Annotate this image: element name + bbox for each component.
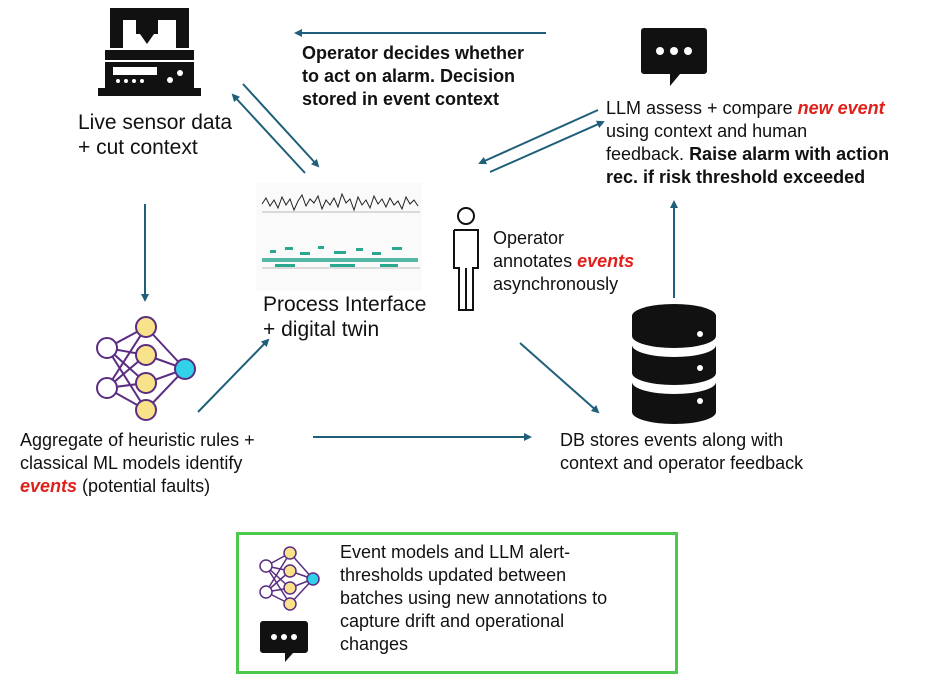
new-event-highlight: new event <box>797 98 885 118</box>
arrow-interface-to-db <box>519 342 600 414</box>
note-line3: batches using new annotations to <box>340 588 608 608</box>
llm-line1: LLM assess + compare new event <box>606 98 885 118</box>
note-line5: changes <box>340 634 409 654</box>
sensor-time-series <box>261 192 419 212</box>
arrow-interface-to-machine <box>231 93 306 174</box>
arrow-machine-to-interface <box>242 83 320 168</box>
db-text: DB stores events along with context and … <box>560 429 803 475</box>
operator-decision-text: Operator decides whether to act on alarm… <box>302 42 524 111</box>
sensor-label: Live sensor data + cut context <box>78 110 232 160</box>
ml-line2: classical ML models identify <box>20 453 243 473</box>
note-line2: thresholds updated between <box>340 565 567 585</box>
operator-decision-line3: stored in event context <box>302 89 500 109</box>
process-label-line1: Process Interface <box>263 293 427 316</box>
process-interface-label: Process Interface + digital twin <box>263 292 426 342</box>
db-line2: context and operator feedback <box>560 453 804 473</box>
process-label-line2: + digital twin <box>263 318 380 341</box>
events-highlight: events <box>577 251 635 271</box>
arrow-ml-to-interface <box>197 338 270 413</box>
llm-line4: rec. if risk threshold exceeded <box>606 167 866 187</box>
operator-decision-line1: Operator decides whether <box>302 43 525 63</box>
note-line4: capture drift and operational <box>340 611 565 631</box>
ml-line1: Aggregate of heuristic rules + <box>20 430 255 450</box>
ml-models-text: Aggregate of heuristic rules + classical… <box>20 429 255 498</box>
operator-annot-line3: asynchronously <box>493 274 619 294</box>
update-note-box <box>236 532 678 674</box>
sensor-label-line2: + cut context <box>78 136 198 159</box>
operator-annot-line2: annotates events <box>493 251 635 271</box>
operator-annot-line1: Operator <box>493 228 565 248</box>
events-highlight-ml: events <box>20 476 78 496</box>
note-line1: Event models and LLM alert- <box>340 542 571 562</box>
arrow-interface-to-llm <box>489 120 605 173</box>
sensor-label-line1: Live sensor data <box>78 111 233 134</box>
note-text: Event models and LLM alert- thresholds u… <box>340 541 607 656</box>
ml-line3: events (potential faults) <box>20 476 211 496</box>
arrow-llm-to-interface <box>478 109 599 165</box>
llm-line2: using context and human <box>606 121 808 141</box>
operator-annotates-text: Operator annotates events asynchronously <box>493 227 634 296</box>
llm-text: LLM assess + compare new event using con… <box>606 97 934 189</box>
operator-decision-line2: to act on alarm. Decision <box>302 66 516 86</box>
llm-line3: feedback. Raise alarm with action <box>606 144 890 164</box>
db-line1: DB stores events along with <box>560 430 784 450</box>
